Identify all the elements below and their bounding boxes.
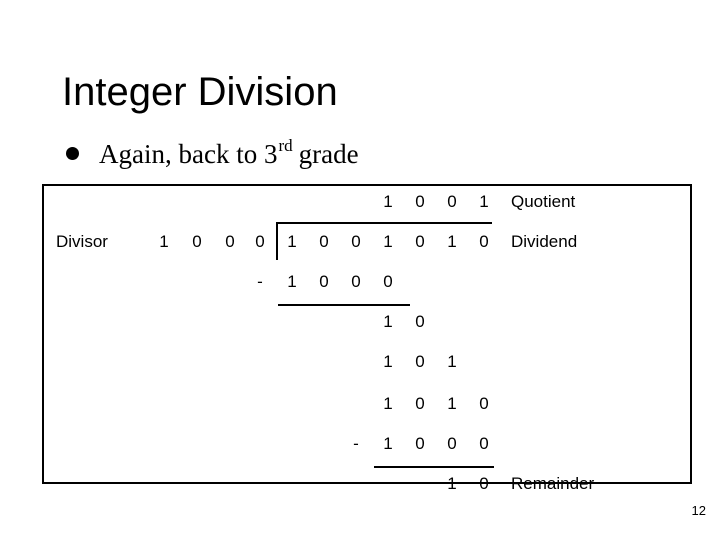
dividend-label: Dividend: [511, 232, 578, 251]
quotient-digit: 1: [383, 192, 393, 211]
dividend-digit: 1: [287, 232, 297, 251]
quotient-label: Quotient: [511, 192, 576, 211]
subtrahend-digit: 0: [319, 272, 329, 291]
quotient-bar: [276, 222, 492, 224]
remainder-label: Remainder: [511, 474, 595, 493]
partial-digit: 0: [415, 312, 425, 331]
dividend-digit: 1: [447, 232, 457, 251]
remainder-digit: 0: [479, 474, 489, 493]
subtract-line-2: [374, 466, 494, 468]
bullet-text-end: grade: [298, 139, 359, 169]
partial-digit: 1: [447, 394, 457, 413]
divisor-digit: 0: [192, 232, 202, 251]
partial-digit: 1: [383, 312, 393, 331]
divisor-label: Divisor: [56, 232, 108, 251]
subtrahend-digit: 1: [383, 434, 393, 453]
slide-title: Integer Division: [62, 70, 338, 114]
divisor-digit: 0: [255, 232, 265, 251]
dividend-digit: 0: [351, 232, 361, 251]
partial-digit: 0: [415, 394, 425, 413]
quotient-digit: 0: [447, 192, 457, 211]
subtrahend-digit: 0: [479, 434, 489, 453]
division-bracket: [276, 222, 278, 260]
subtrahend-digit: 0: [415, 434, 425, 453]
minus-sign: -: [353, 434, 359, 453]
subtrahend-digit: 1: [287, 272, 297, 291]
divisor-row: 1 0 0 0: [44, 232, 690, 254]
quotient-digit: 1: [479, 192, 489, 211]
subtrahend-digit: 0: [351, 272, 361, 291]
bullet-text: Again, back to 3: [99, 139, 278, 169]
subtract-line-1: [278, 304, 410, 306]
partial-row-1: 1 0: [44, 312, 690, 334]
subtract-row-2: - 1 0 0 0: [44, 434, 690, 456]
subtract-row-1: - 1 0 0 0: [44, 272, 690, 294]
quotient-digit: 0: [415, 192, 425, 211]
page-number: 12: [691, 503, 706, 518]
division-frame: Divisor Quotient Dividend Remainder 1 0 …: [42, 184, 692, 493]
partial-digit: 0: [479, 394, 489, 413]
partial-digit: 0: [415, 352, 425, 371]
minus-sign: -: [257, 272, 263, 291]
dividend-digit: 0: [415, 232, 425, 251]
subtrahend-digit: 0: [447, 434, 457, 453]
bullet-dot-icon: [66, 147, 79, 160]
divisor-digit: 1: [159, 232, 169, 251]
partial-row-2: 1 0 1: [44, 352, 690, 374]
dividend-digit: 1: [383, 232, 393, 251]
remainder-row: 1 0: [44, 474, 690, 496]
dividend-digit: 0: [479, 232, 489, 251]
remainder-digit: 1: [447, 474, 457, 493]
dividend-digit: 0: [319, 232, 329, 251]
dividend-row: 1 0 0 1 0 1 0: [44, 232, 690, 254]
partial-digit: 1: [447, 352, 457, 371]
quotient-row: 1 0 0 1: [44, 192, 690, 214]
partial-digit: 1: [383, 394, 393, 413]
divisor-digit: 0: [225, 232, 235, 251]
partial-digit: 1: [383, 352, 393, 371]
bullet-superscript: rd: [278, 136, 293, 155]
partial-row-3: 1 0 1 0: [44, 394, 690, 416]
subtrahend-digit: 0: [383, 272, 393, 291]
